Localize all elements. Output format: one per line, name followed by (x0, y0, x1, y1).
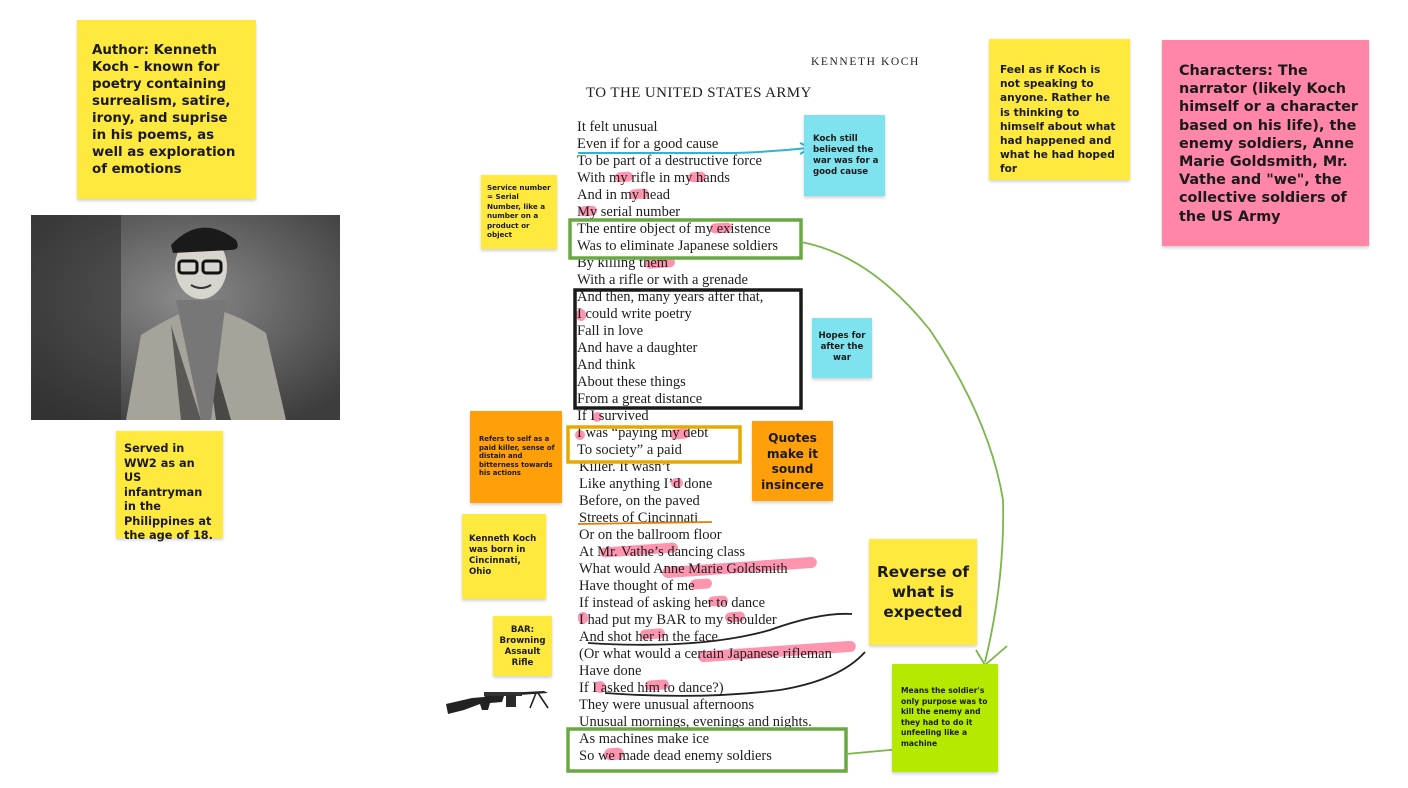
service-number-note[interactable]: Service number = Serial Number, like a n… (481, 175, 557, 249)
cincinnati-underline (577, 521, 713, 525)
poem-line: Have done (579, 663, 642, 679)
poem-title: TO THE UNITED STATES ARMY (586, 85, 812, 101)
served-note-text: Served in WW2 as an US infantryman in th… (124, 442, 213, 542)
still-believed-note[interactable]: Koch still believed the war was for a go… (804, 115, 885, 196)
machines-box (566, 727, 848, 773)
served-note[interactable]: Served in WW2 as an US infantryman in th… (116, 431, 223, 542)
characters-note-text: Characters: The narrator (likely Koch hi… (1179, 63, 1358, 225)
poem-line: With my rifle in my hands (577, 170, 730, 186)
poem-line: If I asked him to dance?) (579, 680, 724, 696)
means-note[interactable]: Means the soldier's only purpose was to … (892, 664, 998, 772)
arrow-head-icon (975, 645, 1008, 667)
green-arrow-existence (800, 241, 1005, 663)
poem-line: And have a daughter (577, 340, 698, 356)
poem-line: To society” a paid (577, 442, 682, 458)
poem-line: And shot her in the face (579, 629, 718, 645)
bar-note-text: BAR: Browning Assault Rifle (499, 625, 546, 668)
poem-line: If I survived (577, 408, 649, 424)
browning-rifle-icon (446, 691, 549, 714)
poem-line: So we made dead enemy soldiers (579, 748, 772, 764)
feel-as-if-note[interactable]: Feel as if Koch is not speaking to anyon… (989, 39, 1130, 180)
reverse-note[interactable]: Reverse of what is expected (869, 539, 977, 645)
poem-line: To be part of a destructive force (577, 153, 762, 169)
poem-line: The entire object of my existence (577, 221, 771, 237)
existence-box (568, 218, 803, 260)
poem-line: From a great distance (577, 391, 703, 407)
poem-line: I could write poetry (577, 306, 692, 322)
means-note-text: Means the soldier's only purpose was to … (901, 686, 988, 748)
born-note[interactable]: Kenneth Koch was born in Cincinnati, Ohi… (462, 514, 546, 599)
refers-to-self-note-text: Refers to self as a paid killer, sense o… (479, 435, 555, 478)
poem-line: (Or what would a certain Japanese riflem… (579, 646, 832, 662)
poem-line: I had put my BAR to my shoulder (579, 612, 777, 628)
after-war-box (573, 288, 803, 410)
poem-line: It felt unusual (577, 119, 658, 135)
poem-line: They were unusual afternoons (579, 697, 755, 713)
poem-line: Fall in love (577, 323, 644, 339)
poem-line: At Mr. Vathe’s dancing class (579, 544, 746, 560)
kenneth-koch-photo (31, 215, 340, 420)
poem-line: And think (577, 357, 636, 373)
poem-line: Or on the ballroom floor (579, 527, 722, 543)
quotes-note-text: Quotes make it sound insincere (761, 431, 824, 492)
still-believed-note-text: Koch still believed the war was for a go… (813, 134, 879, 177)
author-note[interactable]: Author: Kenneth Koch - known for poetry … (77, 20, 256, 199)
poem-line: About these things (577, 374, 686, 390)
good-cause-arrow (578, 147, 809, 154)
bar-note[interactable]: BAR: Browning Assault Rifle (493, 616, 552, 676)
hopes-note[interactable]: Hopes for after the war (812, 318, 872, 378)
shoulder-scribble (587, 612, 853, 646)
poem-line: If instead of asking her to dance (579, 595, 766, 611)
feel-as-if-note-text: Feel as if Koch is not speaking to anyon… (1000, 64, 1116, 176)
poem-line: Before, on the paved (579, 493, 700, 509)
author-note-text: Author: Kenneth Koch - known for poetry … (92, 43, 236, 177)
poem-line: What would Anne Marie Goldsmith (579, 561, 788, 577)
born-note-text: Kenneth Koch was born in Cincinnati, Ohi… (469, 534, 537, 577)
poem-line: With a rifle or with a grenade (577, 272, 748, 288)
service-number-note-text: Service number = Serial Number, like a n… (487, 183, 551, 240)
poem-line: Like anything I’d done (579, 476, 713, 492)
poem-line: As machines make ice (579, 731, 710, 747)
poem-line: Was to eliminate Japanese soldiers (577, 238, 778, 254)
paying-debt-box (566, 425, 742, 464)
dance-scribble (604, 651, 866, 697)
characters-note[interactable]: Characters: The narrator (likely Koch hi… (1162, 40, 1369, 246)
reverse-note-text: Reverse of what is expected (876, 563, 969, 621)
poem-line: I was “paying my debt (577, 425, 709, 441)
poem-line: Have thought of me (579, 578, 695, 594)
poem-line: My serial number (577, 204, 681, 220)
poem-line: Even if for a good cause (577, 136, 719, 152)
quotes-note[interactable]: Quotes make it sound insincere (752, 421, 833, 501)
poem-line: And then, many years after that, (577, 289, 764, 305)
portrait-image (31, 215, 340, 420)
poem-line: And in my head (577, 187, 671, 203)
poem-line: Unusual mornings, evenings and nights. (579, 714, 812, 730)
hopes-note-text: Hopes for after the war (818, 331, 866, 363)
refers-to-self-note[interactable]: Refers to self as a paid killer, sense o… (470, 411, 562, 503)
poem-author: KENNETH KOCH (811, 56, 920, 68)
